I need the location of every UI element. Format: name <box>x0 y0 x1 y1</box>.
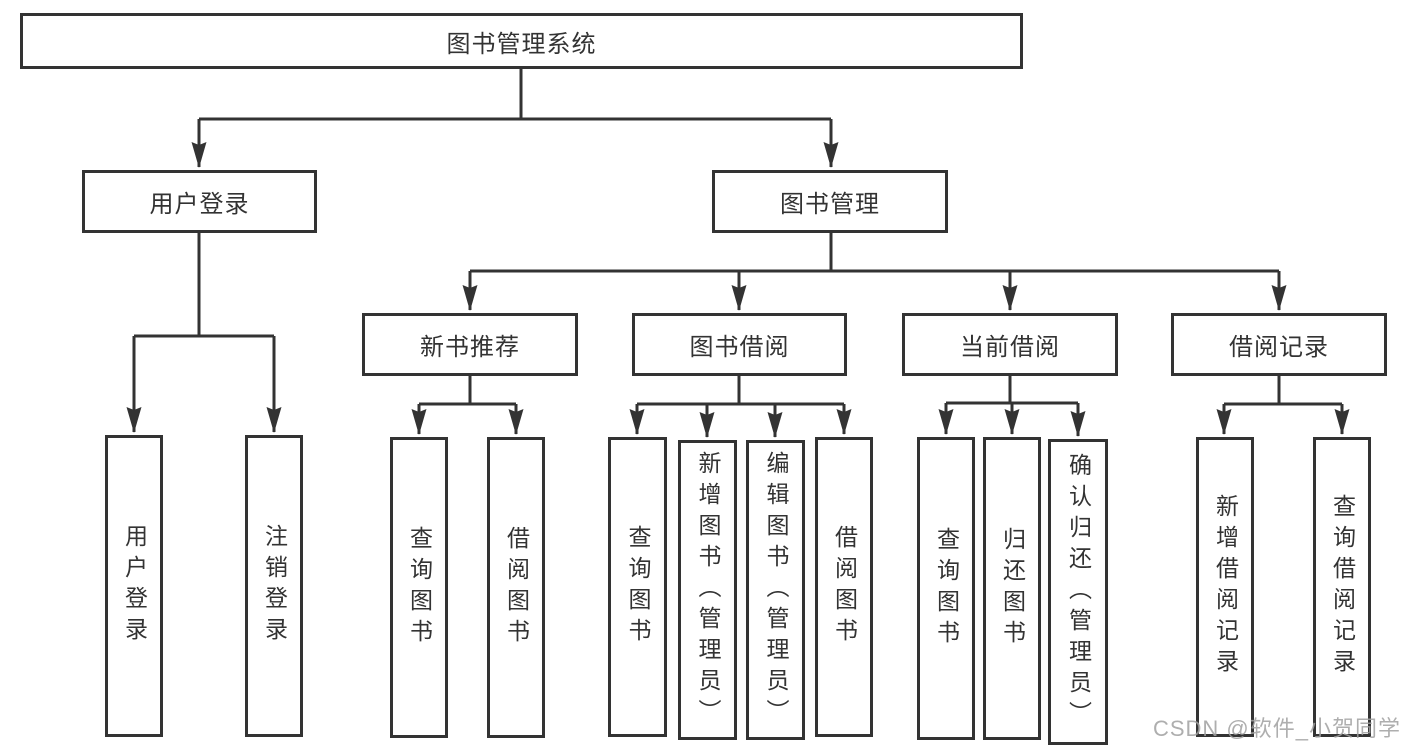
node-logout-leaf: 注销登录 <box>245 435 303 737</box>
node-root: 图书管理系统 <box>20 13 1023 69</box>
node-records-add-record: 新增借阅记录 <box>1196 437 1254 737</box>
node-records-query-record: 查询借阅记录 <box>1313 437 1371 737</box>
node-borrow-add-books-admin: 新增图书（管理员） <box>678 440 737 740</box>
node-borrow-edit-books-admin: 编辑图书（管理员） <box>746 440 805 740</box>
node-new-book-recommend: 新书推荐 <box>362 313 578 376</box>
node-current-confirm-return-admin: 确认归还（管理员） <box>1048 439 1108 745</box>
node-current-return-books: 归还图书 <box>983 437 1041 740</box>
node-user-login-leaf: 用户登录 <box>105 435 163 737</box>
node-recommend-query-books: 查询图书 <box>390 437 448 738</box>
node-book-borrow: 图书借阅 <box>632 313 847 376</box>
node-recommend-borrow-books: 借阅图书 <box>487 437 545 738</box>
node-current-borrow: 当前借阅 <box>902 313 1118 376</box>
node-borrow-records: 借阅记录 <box>1171 313 1387 376</box>
node-current-query-books: 查询图书 <box>917 437 975 740</box>
node-book-management-branch: 图书管理 <box>712 170 948 233</box>
node-user-login-branch: 用户登录 <box>82 170 317 233</box>
watermark: CSDN @软件_小贺同学 <box>1152 716 1401 741</box>
node-borrow-borrow-books: 借阅图书 <box>815 437 873 737</box>
node-borrow-query-books: 查询图书 <box>608 437 667 737</box>
